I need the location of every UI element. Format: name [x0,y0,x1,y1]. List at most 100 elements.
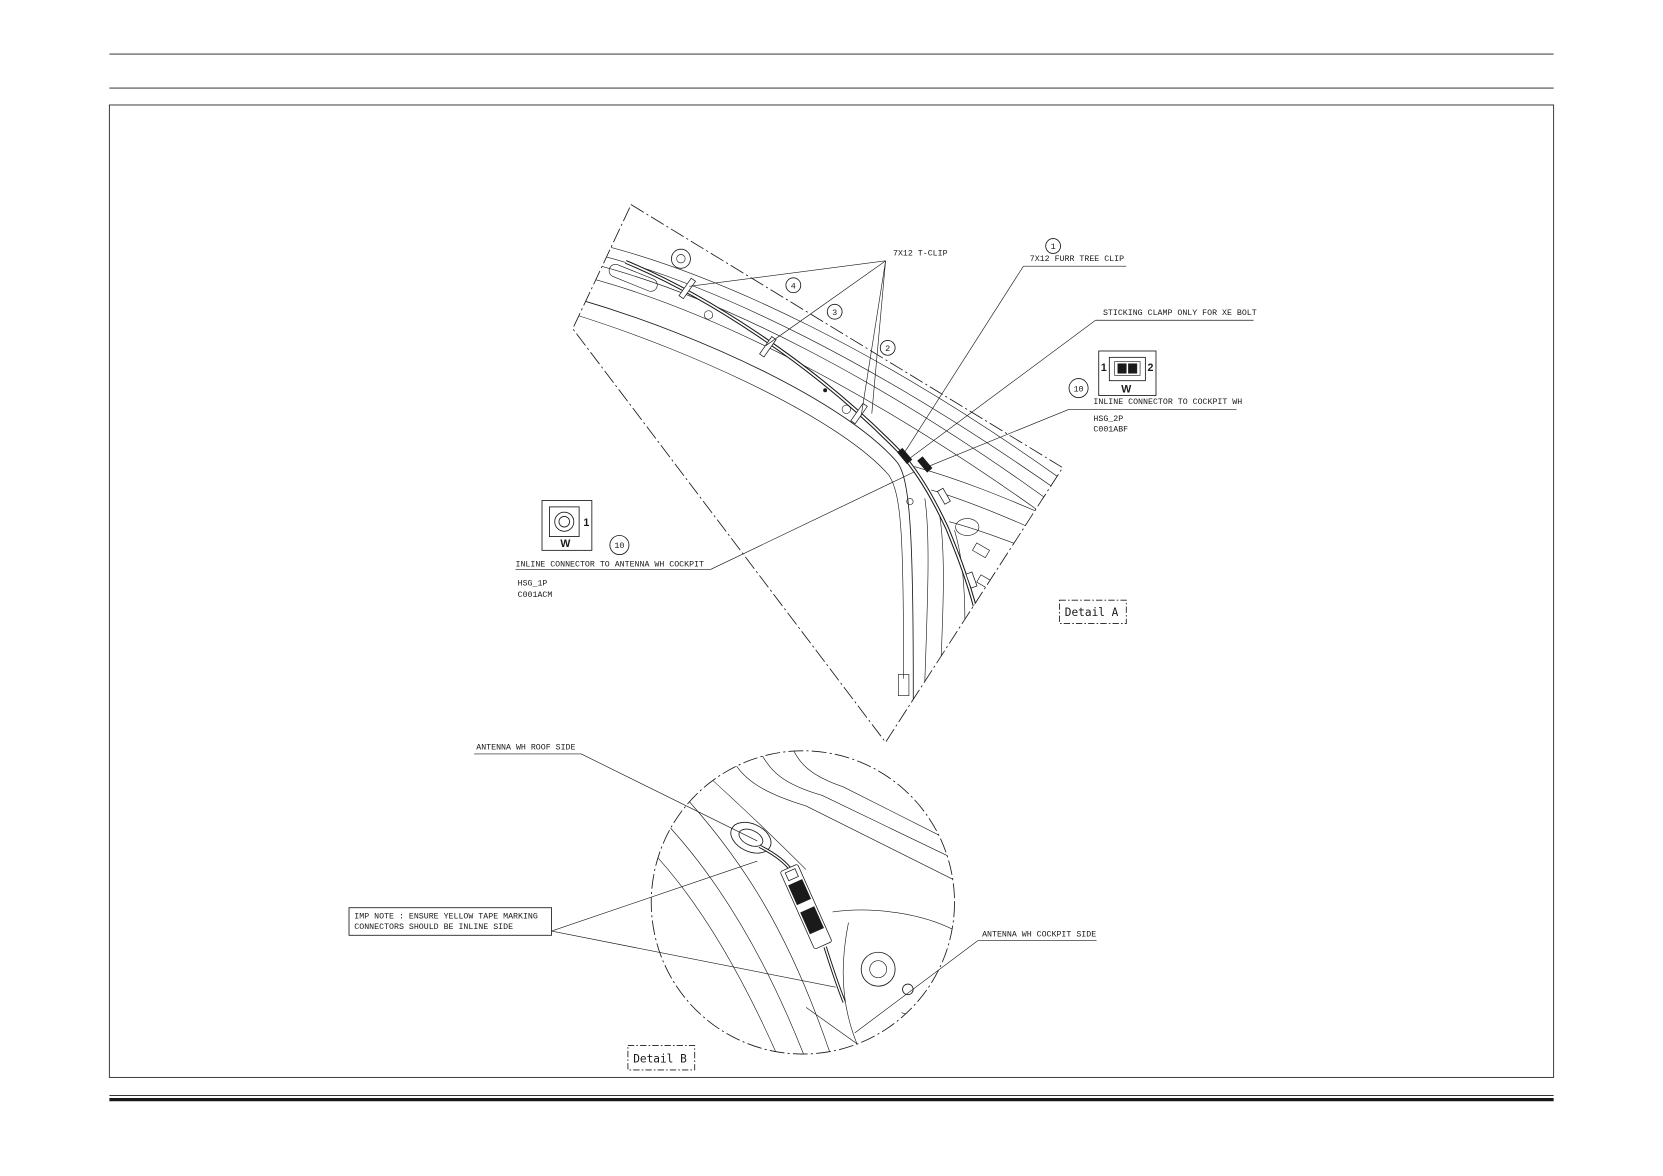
inline-connector-body [917,456,933,473]
wire-harness-core [625,261,977,610]
connector-cap [784,868,799,882]
connector-face [1114,361,1141,376]
leader-line [909,319,1096,459]
antenna-grommet [730,821,772,854]
roof-liner-edge [577,298,914,743]
sticking-clamp-callout: STICKING CLAMP ONLY FOR XE BOLT [909,309,1257,459]
roof-side-callout: ANTENNA WH ROOF SIDE [474,744,758,842]
t-clip-callout: 7X12 T-CLIP 4 3 2 [689,250,948,416]
leader-line [854,940,979,1034]
connector-housing-1p [549,506,580,537]
connector-symbol-frame [541,500,593,551]
note-line: CONNECTORS SHOULD BE INLINE SIDE [354,923,513,932]
callout-circle [826,303,843,320]
t-clip [678,277,697,300]
detail-b-outline [650,750,955,1055]
pillar-tab [897,674,910,696]
harness-clamp [965,571,978,589]
antenna-inline-connector [780,864,832,949]
connector-pin [1128,363,1138,374]
detail-b-title: Detail B [633,1053,687,1066]
connector-housing-code: HSG_1P [518,579,548,588]
roof-side-line [949,521,1051,558]
callout-circle [785,277,802,294]
furr-tree-clip-callout: 1 7X12 FURR TREE CLIP [903,238,1127,455]
cockpit-side-label: ANTENNA WH COCKPIT SIDE [982,930,1096,939]
connector-socket [554,511,575,532]
connector-color-code: W [1121,383,1131,395]
connector-socket-pin [558,515,571,528]
detail-b-tag: Detail B [627,1045,696,1071]
callout-number: 3 [832,308,837,318]
roof-panel-line [789,750,955,849]
pin-number: 2 [1148,362,1154,374]
pillar-panel-line [832,909,955,934]
mounting-hole [841,404,851,414]
sheet-frame [108,53,1555,1102]
antenna-cable [758,844,794,873]
detail-a: 7X12 T-CLIP 4 3 2 1 7X12 FURR TREE CLIP … [515,204,1257,744]
mounting-point [906,498,914,506]
roof-side-line [914,466,1061,523]
connector-antenna-label: INLINE CONNECTOR TO ANTENNA WH COCKPIT [515,560,704,569]
connector-symbol-frame [1098,350,1157,396]
detail-tag-frame [627,1045,696,1071]
note-line: IMP NOTE : ENSURE YELLOW TAPE MARKING [354,912,538,921]
roof-bolt [670,248,691,269]
detail-a-tag: Detail A [1059,599,1127,624]
connector-antenna-callout: 1 W 10 INLINE CONNECTOR TO ANTENNA WH CO… [515,471,915,600]
leader-line [581,753,758,842]
leader-line [710,471,915,570]
connector-cockpit-label: INLINE CONNECTOR TO COCKPIT WH [1093,398,1242,407]
roof-rail-line [588,241,1063,483]
roof-bolt-center [676,254,686,264]
roof-curve-line [678,789,833,1055]
pillar-bracket [972,542,991,559]
pillar-line [937,515,944,743]
leader-line [860,260,886,416]
pin-number: 1 [583,517,589,529]
leader-line [927,409,1070,467]
pillar-panel-line [901,1012,955,1051]
leader-line [765,260,886,346]
connector-housing-code: HSG_2P [1093,415,1123,424]
mounting-hole [703,310,714,320]
leader-line [871,260,886,414]
detail-a-title: Detail A [1065,606,1119,619]
leader-line [551,930,836,988]
callout-number: 10 [1073,384,1083,394]
pillar-panel-line [805,1007,881,1055]
callout-number: 4 [791,281,796,291]
pillar-line [922,498,929,743]
connector-part-code: C001ACM [518,591,553,600]
t-clip-label: 7X12 T-CLIP [893,250,948,259]
wire-harness [625,260,978,611]
harness-clamp [936,487,951,505]
drawing-border [108,104,1555,1078]
roof-panel-line [758,750,955,865]
callout-number: 1 [1051,242,1056,252]
roof-rail-line [588,277,1056,524]
callout-number: 2 [885,344,890,354]
mounting-point [823,388,828,393]
pin-number: 1 [1101,362,1107,374]
callout-number: 10 [614,541,624,551]
antenna-cable-core [824,946,845,1003]
connector-latch [800,906,824,935]
roof-curve-line [699,768,807,870]
callout-circle [879,339,896,356]
roof-curve-line [659,816,807,1055]
roof-panel-line [731,758,955,886]
leader-line [551,860,758,932]
leader-line [903,265,1024,455]
pillar-panel-line [842,922,865,1055]
roof-slot [608,263,658,292]
callout-circle [609,535,630,556]
roof-rail-line [588,252,1063,497]
furr-tree-clip-label: 7X12 FURR TREE CLIP [1030,255,1124,264]
roof-liner-edge [572,313,904,679]
inline-connector-body [897,447,913,465]
pillar-bracket [976,574,995,590]
connector-part-code: C001ABF [1093,426,1128,435]
